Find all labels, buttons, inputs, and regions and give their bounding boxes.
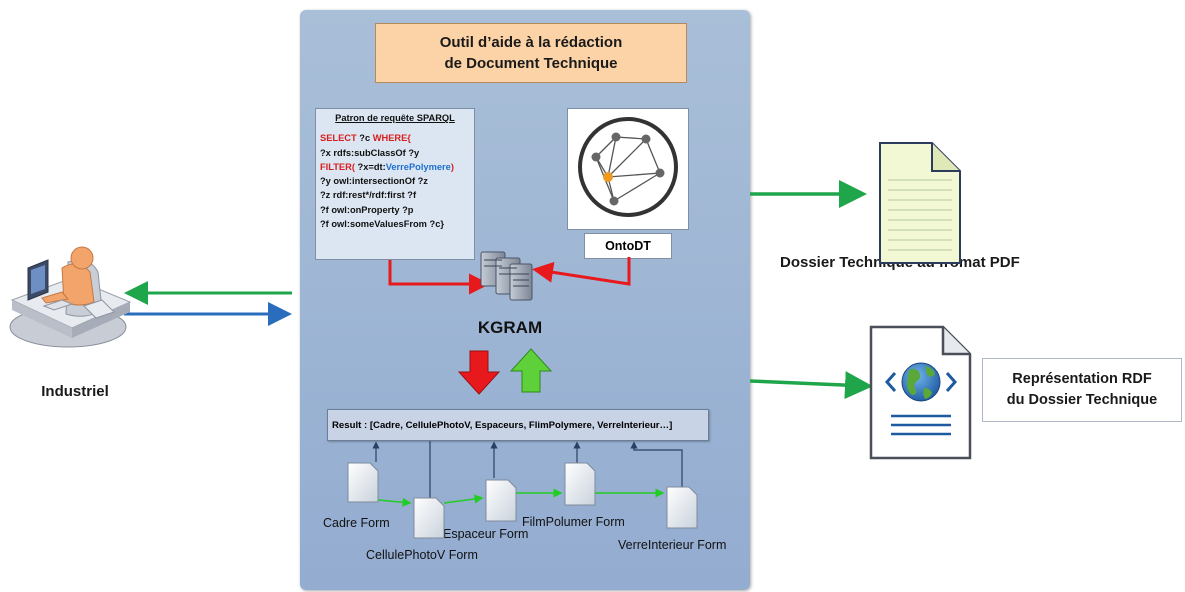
sparql-line-2: ?x rdfs:subClassOf ?y: [320, 147, 420, 158]
result-box: Result : [Cadre, CellulePhotoV, Espaceur…: [327, 409, 709, 441]
user-at-computer-icon: [9, 246, 132, 348]
sparql-line-3: FILTER( ?x=dt:VerrePolymere): [320, 160, 470, 174]
tool-title-line2: de Document Technique: [444, 55, 618, 72]
user-label: Industriel: [41, 383, 109, 400]
ontology-label: OntoDT: [584, 233, 672, 259]
sparql-heading: Patron de requête SPARQL: [335, 113, 455, 123]
arrow-ontology-to-kgram: [532, 257, 631, 286]
sparql-line-5: ?z rdf:rest*/rdf:first ?f: [320, 190, 417, 201]
tool-title-line1: Outil d’aide à la rédaction: [439, 34, 623, 51]
kgram-server-icon: [480, 251, 533, 301]
sparql-filter-expr: ?x=dt:: [354, 161, 386, 172]
rdf-output-label: Représentation RDF du Dossier Technique: [982, 358, 1182, 422]
form-label-espaceur: Espaceur Form: [443, 527, 529, 541]
rdf-document-icon: [869, 325, 972, 460]
sparql-line-6: ?f owl:onProperty ?p: [320, 204, 414, 215]
form-label-film: FilmPolumer Form: [522, 515, 625, 529]
sparql-line-4: ?y owl:intersectionOf ?z: [320, 176, 428, 187]
sparql-query-pattern: Patron de requête SPARQL SELECT ?c WHERE…: [315, 108, 475, 260]
sparql-select-keyword: SELECT: [320, 133, 357, 144]
tool-title: Outil d’aide à la rédaction de Document …: [375, 23, 687, 83]
kgram-label: KGRAM: [477, 318, 543, 337]
sparql-select-var: ?c: [356, 133, 373, 144]
form-doc-icons: [347, 462, 698, 539]
form-label-verre: VerreInterieur Form: [618, 538, 727, 552]
down-arrow-icon: [457, 350, 501, 395]
pdf-document-icon: [879, 142, 961, 264]
ontology-graph-icon: [578, 117, 678, 217]
arrow-query-to-kgram: [388, 260, 490, 295]
rdf-output-line1: Représentation RDF: [1012, 371, 1152, 387]
sparql-filter-class: VerrePolymere: [385, 161, 451, 172]
sparql-filter-close: ): [450, 161, 454, 172]
arrow-to-rdf: [749, 371, 873, 400]
form-label-cellule: CellulePhotoV Form: [366, 548, 478, 562]
sparql-where-keyword: WHERE{: [372, 133, 411, 144]
sparql-line-1: SELECT ?c WHERE{: [320, 131, 470, 145]
form-label-cadre: Cadre Form: [323, 516, 390, 530]
rdf-output-line2: du Dossier Technique: [1006, 392, 1158, 408]
up-arrow-icon: [509, 348, 553, 393]
sparql-line-7: ?f owl:someValuesFrom ?c}: [320, 219, 444, 230]
ontology-graph: [567, 108, 689, 230]
sparql-filter-keyword: FILTER(: [320, 161, 355, 172]
